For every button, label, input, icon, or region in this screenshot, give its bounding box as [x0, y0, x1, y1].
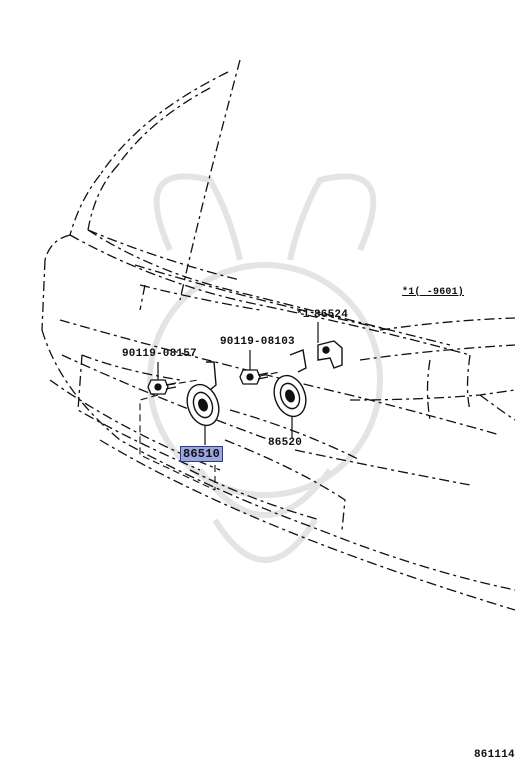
horn-left-icon: [186, 361, 220, 427]
leader-lines: [157, 322, 319, 445]
part-number-bracket[interactable]: 86524: [314, 309, 349, 321]
diagram-number: 861114: [474, 749, 515, 761]
bolt-right-icon: [239, 369, 269, 385]
part-number-bolt-right[interactable]: 90119-08103: [220, 336, 295, 348]
horn-right-icon: [273, 349, 307, 418]
bolt-left-icon: [147, 379, 177, 395]
applicability-note: *1( -9601): [402, 287, 465, 298]
bracket-icon: [317, 340, 343, 369]
part-number-horn-high[interactable]: 86520: [268, 437, 303, 449]
part-marker-star: *1: [296, 309, 310, 321]
watermark-logo: [147, 173, 383, 563]
car-body-outline: [41, 59, 516, 611]
part-number-horn-low[interactable]: 86510: [180, 446, 224, 462]
part-number-bolt-left[interactable]: 90119-08157: [122, 348, 197, 360]
